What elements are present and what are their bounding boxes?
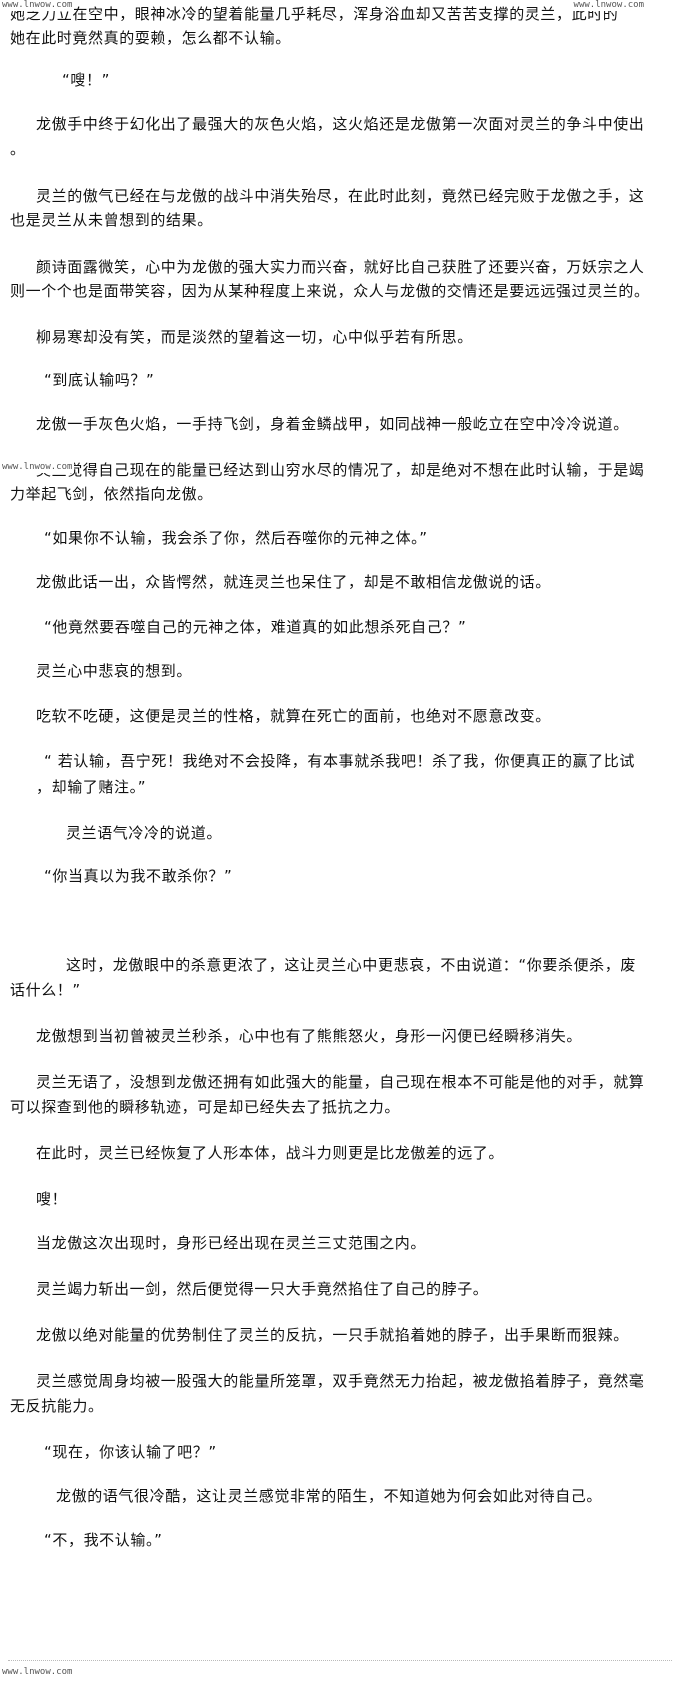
watermark-top-right: www.lnwow.com <box>571 0 646 11</box>
text-line: 龙傲的语气很冷酷，这让灵兰感觉非常的陌生，不知道她为何会如此对待自己。 <box>56 1487 603 1505</box>
text-line: “ 若认输，吾宁死！我绝对不会投降，有本事就杀我吧！杀了我，你便真正的赢了比试 <box>44 752 635 770</box>
text-line: 她在此时竟然真的耍赖，怎么都不认输。 <box>10 29 291 47</box>
text-line: 灵兰心中悲哀的想到。 <box>36 662 193 680</box>
text-line: 嗖！ <box>36 1190 68 1208</box>
text-line: 也是灵兰从未曾想到的结果。 <box>10 211 213 229</box>
text-line: 吃软不吃硬，这便是灵兰的性格，就算在死亡的面前，也绝对不愿意改变。 <box>36 707 551 725</box>
text-line: 龙傲以绝对能量的优势制住了灵兰的反抗，一只手就掐着她的脖子，出手果断而狠辣。 <box>36 1326 629 1344</box>
text-line: 灵兰无语了，没想到龙傲还拥有如此强大的能量，自己现在根本不可能是他的对手，就算 <box>36 1073 645 1091</box>
text-line: 龙傲手中终于幻化出了最强大的灰色火焰，这火焰还是龙傲第一次面对灵兰的争斗中使出 <box>36 115 645 133</box>
text-line: 龙傲一手灰色火焰，一手持飞剑，身着金鳞战甲，如同战神一般屹立在空中冷冷说道。 <box>36 415 629 433</box>
text-line: 柳易寒却没有笑，而是淡然的望着这一切，心中似乎若有所思。 <box>36 328 473 346</box>
text-line: 龙傲此话一出，众皆愕然，就连灵兰也呆住了，却是不敢相信龙傲说的话。 <box>36 573 551 591</box>
text-line: “不，我不认输。” <box>44 1531 163 1549</box>
footer-divider <box>8 1660 672 1661</box>
text-line: 话什么！” <box>10 981 81 999</box>
text-line: 。 <box>10 140 26 158</box>
text-line: 颜诗面露微笑，心中为龙傲的强大实力而兴奋，就好比自己获胜了还要兴奋，万妖宗之人 <box>36 258 645 276</box>
text-line: 灵兰感觉周身均被一股强大的能量所笼罩，双手竟然无力抬起，被龙傲掐着脖子，竟然毫 <box>36 1372 645 1390</box>
text-line: 这时，龙傲眼中的杀意更浓了，这让灵兰心中更悲哀，不由说道：“你要杀便杀，废 <box>66 956 636 974</box>
text-line: “现在，你该认输了吧？” <box>44 1443 217 1461</box>
text-line: 可以探查到他的瞬移轨迹，可是却已经失去了抵抗之力。 <box>10 1098 401 1116</box>
text-line: “到底认输吗？” <box>44 371 155 389</box>
text-line: 在此时，灵兰已经恢复了人形本体，战斗力则更是比龙傲差的远了。 <box>36 1144 505 1162</box>
watermark-middle-left: www.lnwow.com <box>0 462 75 473</box>
text-line: 龙傲想到当初曾被灵兰秒杀，心中也有了熊熊怒火，身形一闪便已经瞬移消失。 <box>36 1027 583 1045</box>
watermark-bottom-left: www.lnwow.com <box>0 1667 75 1678</box>
text-line: 灵兰竭力斩出一剑，然后便觉得一只大手竟然掐住了自己的脖子。 <box>36 1280 489 1298</box>
text-line: 当龙傲这次出现时，身形已经出现在灵兰三丈范围之内。 <box>36 1234 427 1252</box>
watermark-top-left: www.lnwow.com <box>0 0 75 11</box>
text-line: 则一个个也是面带笑容，因为从某种程度上来说，众人与龙傲的交情还是要远远强过灵兰的… <box>10 282 650 300</box>
text-line: “你当真以为我不敢杀你？” <box>44 867 233 885</box>
text-line: 灵兰觉得自己现在的能量已经达到山穷水尽的情况了，却是绝对不想在此时认输，于是竭 <box>36 461 645 479</box>
text-line: ，却输了赌注。” <box>36 778 147 796</box>
text-line: “如果你不认输，我会杀了你，然后吞噬你的元神之体。” <box>44 529 428 547</box>
text-line: 无反抗能力。 <box>10 1397 104 1415</box>
text-line: 力举起飞剑，依然指向龙傲。 <box>10 485 213 503</box>
text-line: “嗖！” <box>62 71 110 89</box>
text-line: 灵兰的傲气已经在与龙傲的战斗中消失殆尽，在此时此刻，竟然已经完败于龙傲之手，这 <box>36 187 645 205</box>
text-line: “他竟然要吞噬自己的元神之体，难道真的如此想杀死自己？” <box>44 618 467 636</box>
text-line: 她乏力立在空中，眼神冰冷的望着能量几乎耗尽，浑身浴血却又苦苦支撑的灵兰，此时的 <box>10 5 619 23</box>
text-line: 灵兰语气冷冷的说道。 <box>66 824 223 842</box>
